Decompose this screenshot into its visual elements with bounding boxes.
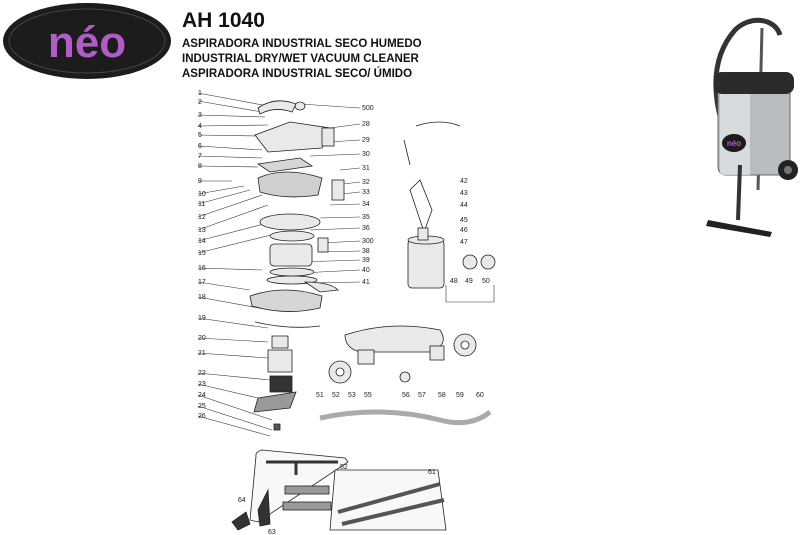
part-label: 8 [198, 163, 202, 170]
part-label: 32 [362, 179, 370, 186]
part-label: 10 [198, 191, 206, 198]
part-label: 31 [362, 165, 370, 172]
part-label: 64 [238, 497, 246, 504]
part-label: 14 [198, 238, 206, 245]
product-badge-text: néo [727, 139, 741, 148]
title-portuguese: ASPIRADORA INDUSTRIAL SECO/ ÚMIDO [182, 68, 413, 80]
vacuum-product-image: néo [706, 17, 798, 237]
part-label: 17 [198, 279, 206, 286]
part-label: 53 [348, 392, 356, 399]
part-label: 40 [362, 267, 370, 274]
logo-text: néo [48, 18, 126, 67]
part-label: 6 [198, 143, 202, 150]
part-label: 39 [362, 257, 370, 264]
model-number: AH 1040 [182, 9, 265, 32]
part-label: 38 [362, 248, 370, 255]
part-label: 28 [362, 121, 370, 128]
part-label: 34 [362, 201, 370, 208]
part-label: 500 [362, 105, 374, 112]
title-english: INDUSTRIAL DRY/WET VACUUM CLEANER [182, 53, 419, 65]
part-label: 7 [198, 153, 202, 160]
part-label: 4 [198, 123, 202, 130]
part-label: 29 [362, 137, 370, 144]
part-label: 35 [362, 214, 370, 221]
part-label: 12 [198, 214, 206, 221]
part-label: 13 [198, 227, 206, 234]
part-label: 43 [460, 190, 468, 197]
part-label: 48 [450, 278, 458, 285]
part-label: 18 [198, 294, 206, 301]
part-label: 52 [340, 464, 348, 471]
part-label: 2 [198, 99, 202, 106]
part-label: 63 [268, 529, 276, 535]
part-label: 23 [198, 381, 206, 388]
part-label: 26 [198, 413, 206, 420]
part-label: 9 [198, 178, 202, 185]
part-label: 49 [465, 278, 473, 285]
part-label: 47 [460, 239, 468, 246]
part-label: 60 [476, 392, 484, 399]
part-label: 61 [428, 469, 436, 476]
part-label: 300 [362, 238, 374, 245]
part-label: 52 [332, 392, 340, 399]
part-label: 21 [198, 350, 206, 357]
part-label: 5 [198, 132, 202, 139]
part-label: 55 [364, 392, 372, 399]
part-label: 16 [198, 265, 206, 272]
part-label: 1 [198, 90, 202, 97]
part-label: 36 [362, 225, 370, 232]
part-label: 33 [362, 189, 370, 196]
part-label: 22 [198, 370, 206, 377]
part-label: 30 [362, 151, 370, 158]
part-label: 59 [456, 392, 464, 399]
part-label: 41 [362, 279, 370, 286]
part-label: 25 [198, 403, 206, 410]
part-label: 46 [460, 227, 468, 234]
part-label: 44 [460, 202, 468, 209]
part-label: 15 [198, 250, 206, 257]
part-label: 42 [460, 178, 468, 185]
part-label: 45 [460, 217, 468, 224]
part-label: 20 [198, 335, 206, 342]
part-label: 50 [482, 278, 490, 285]
part-label: 58 [438, 392, 446, 399]
part-label: 19 [198, 315, 206, 322]
part-label: 57 [418, 392, 426, 399]
part-label: 56 [402, 392, 410, 399]
neo-logo: néo [3, 3, 171, 79]
part-label: 11 [198, 201, 205, 208]
title-spanish: ASPIRADORA INDUSTRIAL SECO HUMEDO [182, 38, 422, 50]
part-label: 51 [316, 392, 324, 399]
part-label: 3 [198, 112, 202, 119]
part-label: 24 [198, 392, 206, 399]
